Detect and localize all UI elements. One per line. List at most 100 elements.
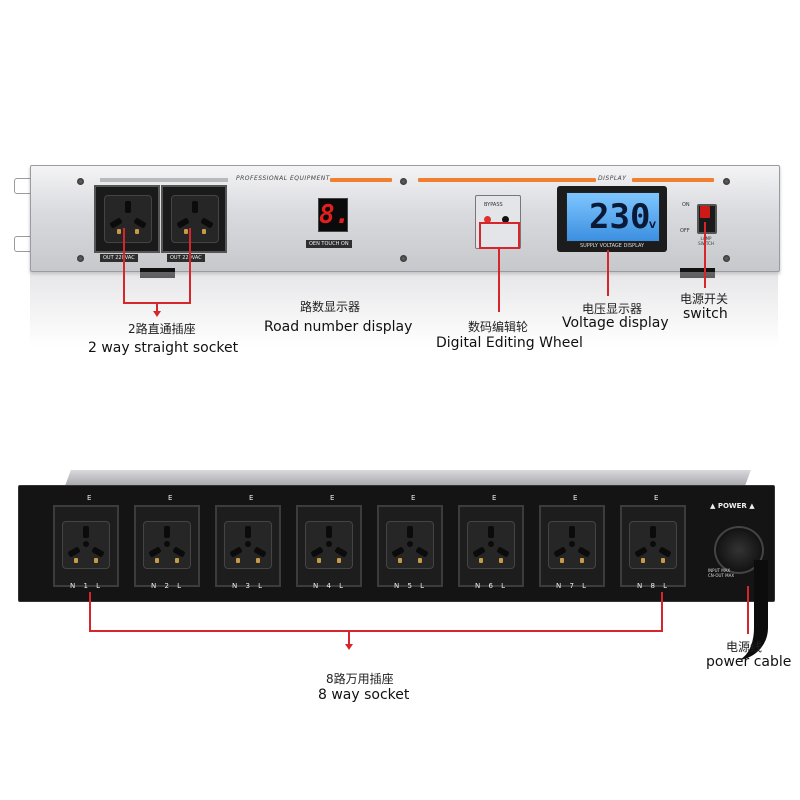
callout-line: [607, 250, 609, 296]
bypass-label: BYPASS: [484, 202, 503, 208]
rear-socket-nl-label: N 5 L: [394, 582, 428, 590]
warning-triangle-icon: ▲: [710, 502, 716, 510]
annotation-eight-way-en: 8 way socket: [318, 687, 410, 703]
socket-voltage-label: OUT 220VAC: [167, 254, 205, 262]
screw-icon: [400, 255, 407, 262]
panel-stripe: [100, 178, 228, 182]
input-rating: INPUT MAX CN-OUT MAX: [708, 568, 734, 578]
power-label: POWER: [717, 502, 747, 510]
rear-socket-e-label: E: [249, 494, 254, 502]
screw-icon: [77, 255, 84, 262]
annotation-editing-wheel-cn: 数码编辑轮: [468, 320, 529, 334]
annotation-voltage-display-cn: 电压显示器: [582, 302, 643, 316]
callout-line: [747, 586, 749, 634]
universal-outlet-icon: [386, 521, 434, 569]
rear-socket-1: [53, 505, 119, 587]
annotation-eight-way-cn: 8路万用插座: [326, 672, 394, 686]
warning-triangle-icon: ▲: [749, 502, 755, 510]
rear-socket-nl-label: N 2 L: [151, 582, 185, 590]
road-digit: 8.: [319, 200, 351, 230]
screw-icon: [723, 178, 730, 185]
led-red-icon: [484, 216, 491, 223]
callout-line: [123, 228, 125, 302]
panel-stripe-orange: [418, 178, 596, 182]
annotation-straight-socket-en: 2 way straight socket: [88, 340, 239, 356]
rear-socket-e-label: E: [573, 494, 578, 502]
front-socket-2: [161, 185, 227, 253]
rear-socket-nl-label: N 6 L: [475, 582, 509, 590]
rear-socket-2: [134, 505, 200, 587]
universal-outlet-icon: [629, 521, 677, 569]
rear-socket-e-label: E: [168, 494, 173, 502]
universal-outlet-icon: [171, 195, 219, 243]
front-socket-1: [94, 185, 160, 253]
input-label-2: CN-OUT MAX: [708, 573, 735, 578]
callout-line: [89, 592, 91, 632]
switch-rocker-icon[interactable]: [700, 206, 710, 218]
rear-chassis-top: [65, 470, 751, 486]
rear-socket-4: [296, 505, 362, 587]
universal-outlet-icon: [224, 521, 272, 569]
rear-socket-nl-label: N 4 L: [313, 582, 347, 590]
voltage-value: 230: [589, 197, 651, 237]
arrow-down-icon: [153, 311, 161, 317]
callout-line: [704, 222, 706, 288]
annotation-voltage-display-en: Voltage display: [562, 315, 669, 331]
rear-socket-8: [620, 505, 686, 587]
input-label-1: INPUT MAX: [708, 568, 731, 573]
voltage-caption: SUPPLY VOLTAGE DISPLAY: [579, 243, 645, 249]
socket-voltage-label: OUT 220VAC: [100, 254, 138, 262]
callout-line: [518, 222, 520, 248]
callout-line: [156, 302, 158, 312]
rear-socket-nl-label: N 1 L: [70, 582, 104, 590]
universal-outlet-icon: [62, 521, 110, 569]
callout-line: [479, 222, 520, 224]
callout-line: [479, 222, 481, 248]
panel-stripe-orange: [330, 178, 392, 182]
universal-outlet-icon: [143, 521, 191, 569]
universal-outlet-icon: [104, 195, 152, 243]
annotation-editing-wheel-en: Digital Editing Wheel: [436, 335, 583, 351]
road-number-display: 8.: [318, 198, 351, 232]
annotation-power-cable-en: power cable: [706, 654, 792, 670]
universal-outlet-icon: [305, 521, 353, 569]
foot: [680, 268, 715, 278]
switch-caption: LAMP SWITCH: [698, 236, 714, 246]
rear-socket-nl-label: N 8 L: [637, 582, 671, 590]
foot: [140, 268, 175, 278]
power-warning: ▲ POWER ▲: [710, 502, 764, 510]
rear-socket-e-label: E: [654, 494, 659, 502]
panel-stripe-orange: [632, 178, 714, 182]
callout-line: [661, 592, 663, 632]
callout-line: [89, 630, 663, 632]
rear-socket-6: [458, 505, 524, 587]
panel-reflection: [30, 272, 778, 347]
voltage-unit: V: [649, 221, 656, 231]
screw-icon: [77, 178, 84, 185]
rear-socket-e-label: E: [492, 494, 497, 502]
universal-outlet-icon: [548, 521, 596, 569]
annotation-power-cable-cn: 电源线: [726, 640, 763, 654]
annotation-switch-cn: 电源开关: [680, 292, 729, 306]
annotation-switch-en: switch: [683, 306, 728, 322]
led-black-icon: [502, 216, 509, 223]
display-strip-text: DISPLAY: [598, 175, 627, 182]
rear-socket-3: [215, 505, 281, 587]
callout-line: [348, 631, 350, 645]
road-caption: OEN TOUCH ON: [306, 240, 352, 248]
rear-socket-5: [377, 505, 443, 587]
voltage-lcd: 230 V: [566, 192, 660, 242]
switch-on-label: ON: [682, 202, 690, 208]
rear-socket-nl-label: N 7 L: [556, 582, 590, 590]
annotation-straight-socket-cn: 2路直通插座: [128, 322, 196, 336]
annotation-road-display-en: Road number display: [264, 319, 413, 335]
callout-line: [189, 228, 191, 302]
switch-off-label: OFF: [680, 228, 690, 234]
rear-socket-nl-label: N 3 L: [232, 582, 266, 590]
rear-socket-e-label: E: [87, 494, 92, 502]
brand-strip-text: PROFESSIONAL EQUIPMENT: [236, 175, 330, 182]
universal-outlet-icon: [467, 521, 515, 569]
power-cable: [736, 560, 768, 660]
arrow-down-icon: [345, 644, 353, 650]
callout-line: [498, 248, 500, 312]
